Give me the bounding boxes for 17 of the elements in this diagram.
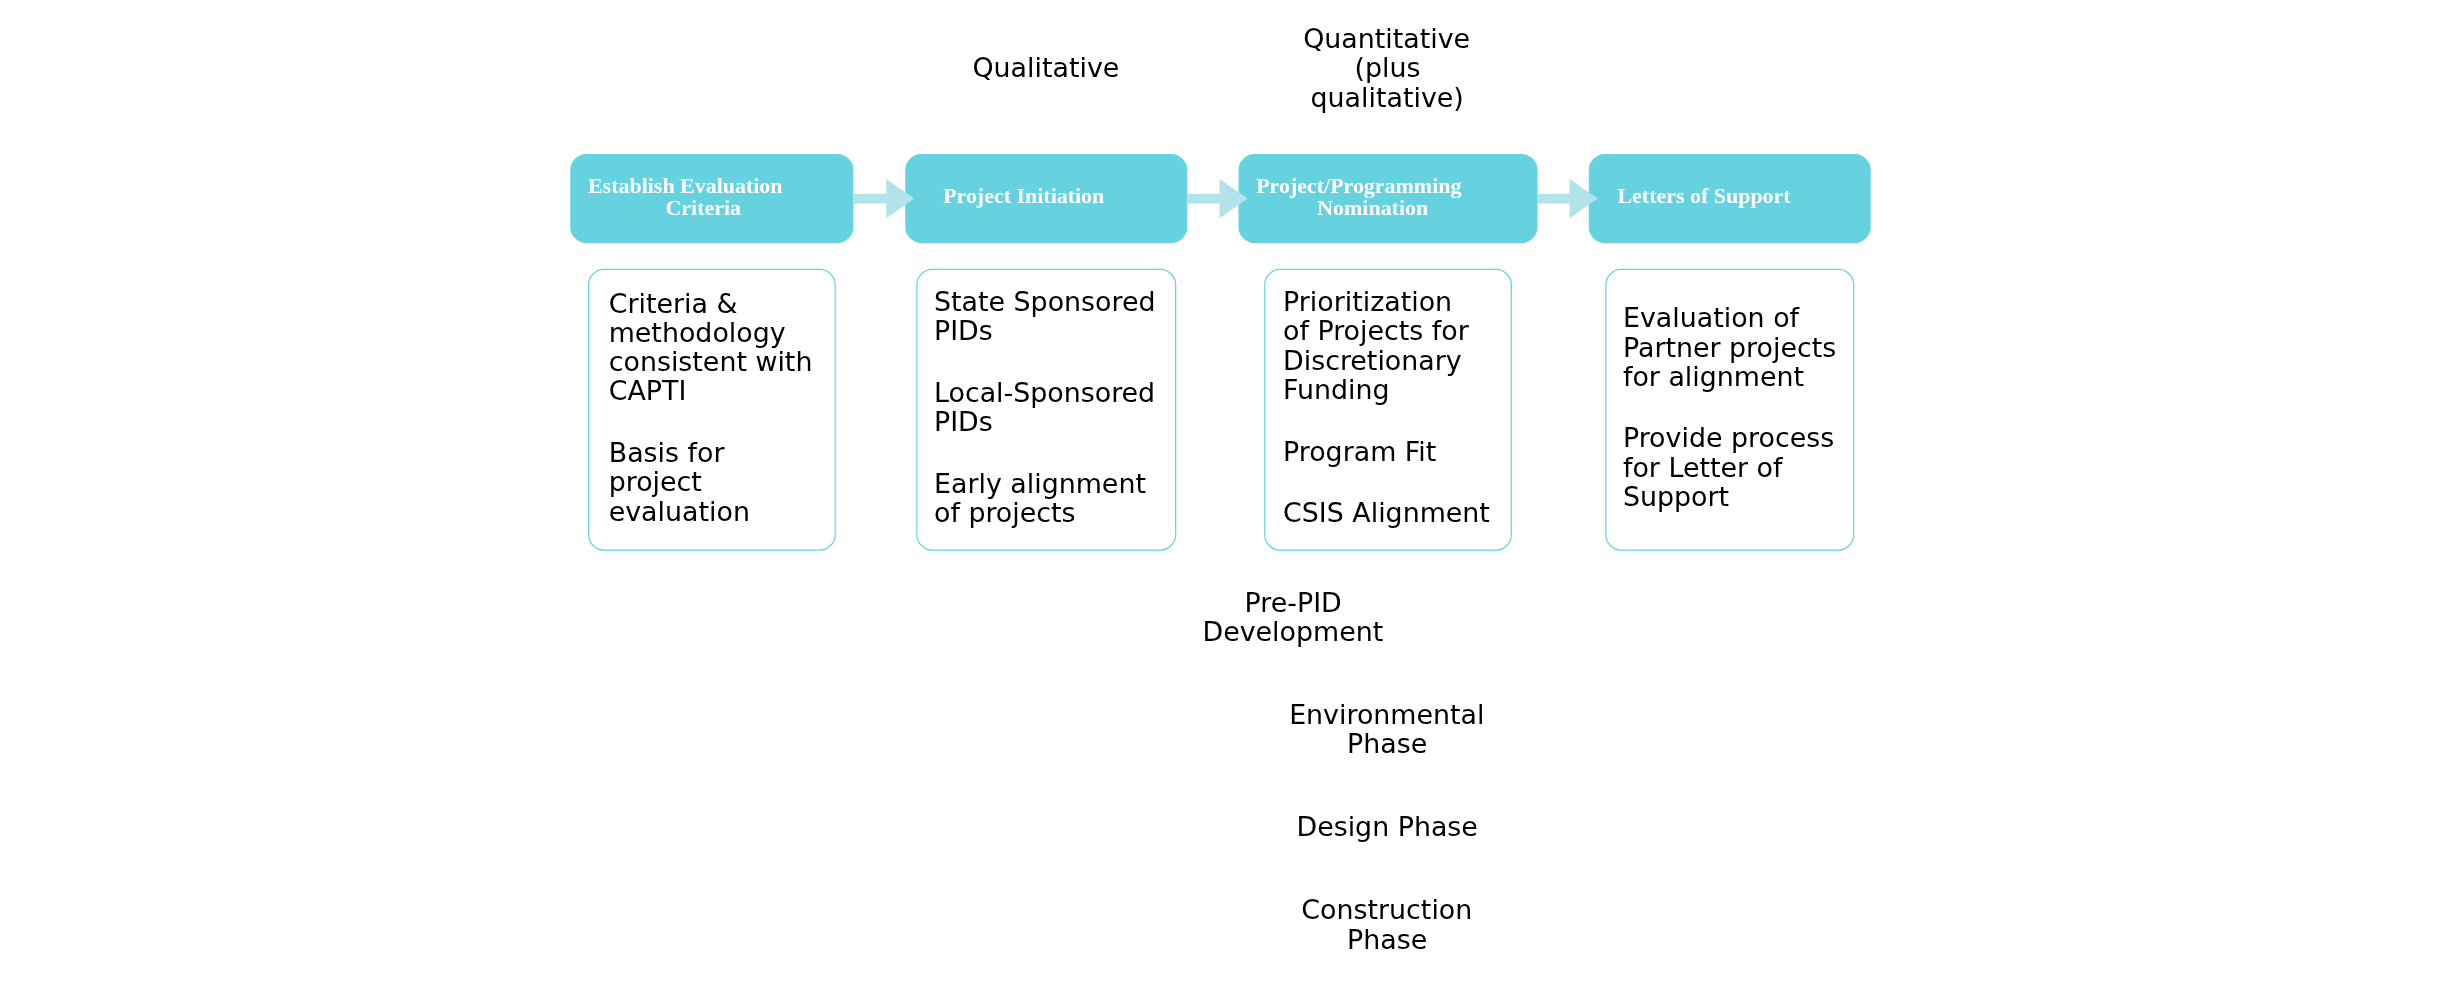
node-box: Project Initiation: [904, 154, 1187, 244]
label: Qualitative: [971, 52, 1119, 84]
node-box: Letters of Support: [1588, 154, 1871, 244]
label: Environmental Phase: [1288, 699, 1484, 760]
node-box: Establish Evaluation Criteria: [569, 154, 853, 244]
arrow: [1186, 178, 1248, 219]
label: Pre-PID Development: [1202, 586, 1383, 648]
node-box: Project/Programming Nomination: [1238, 154, 1538, 244]
label: Design Phase: [1295, 811, 1478, 843]
arrow: [852, 178, 914, 219]
label: Quantitative (plus qualitative): [1302, 22, 1470, 113]
node-box: Criteria & methodology consistent with CAPTI Basis for project evaluation: [587, 268, 836, 551]
arrow: [1536, 178, 1598, 219]
node-box: State Sponsored PIDs Local-Sponsored PIDs Early alignment of projects: [915, 268, 1176, 551]
label: Construction Phase: [1300, 894, 1472, 955]
node-box: Evaluation of Partner projects for alignment Provide process for Letter of Support: [1604, 268, 1854, 551]
node-box: Prioritization of Projects for Discretionary Funding Program Fit CSIS Alignment: [1263, 268, 1512, 551]
